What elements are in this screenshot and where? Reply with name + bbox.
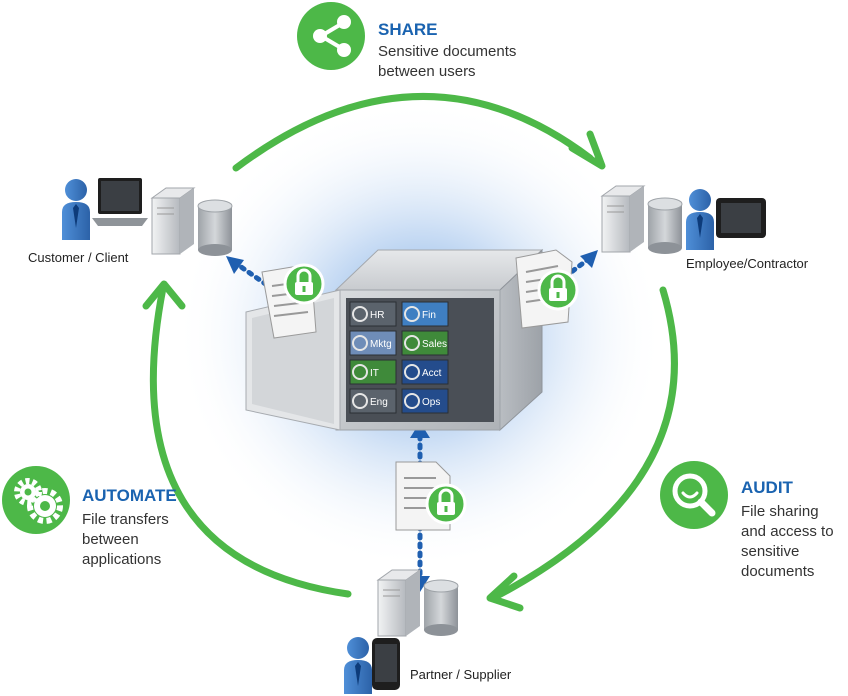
share-line-1: Sensitive documents	[378, 43, 517, 60]
audit-line-4: documents	[741, 563, 815, 580]
drawer-dial-icon	[352, 364, 368, 380]
lock-icon	[537, 269, 579, 311]
automate-line-2: between	[82, 531, 139, 548]
drawer-dial-icon	[352, 393, 368, 409]
vault-drawer	[349, 301, 397, 327]
vault-drawer	[349, 359, 397, 385]
vault-drawer-label: Sales	[422, 339, 447, 350]
person-icon	[344, 637, 372, 694]
drawer-dial-icon	[352, 306, 368, 322]
vault-drawer	[401, 388, 449, 414]
person-icon	[62, 179, 90, 240]
laptop-icon	[92, 178, 148, 226]
server-icon	[150, 187, 196, 255]
partner-label: Partner / Supplier	[410, 667, 512, 682]
drawer-dial-icon	[404, 364, 420, 380]
vault-drawer	[349, 330, 397, 356]
drawer-dial-icon	[404, 335, 420, 351]
drawer-dial-icon	[404, 393, 420, 409]
share-icon	[297, 2, 365, 70]
audit-line-1: File sharing	[741, 503, 819, 520]
vault-drawer-label: Fin	[422, 310, 436, 321]
vault-drawer	[401, 301, 449, 327]
server-icon	[600, 185, 646, 253]
database-icon	[423, 579, 459, 636]
employee-label: Employee/Contractor	[686, 256, 809, 271]
vault-drawer-label: Acct	[422, 368, 442, 379]
audit-title: AUDIT	[741, 478, 793, 497]
phone-icon	[372, 638, 400, 690]
vault-drawer-label: IT	[370, 368, 379, 379]
database-icon	[197, 199, 233, 256]
share-line-2: between users	[378, 63, 476, 80]
database-icon	[647, 197, 683, 254]
gears-icon	[2, 466, 70, 534]
drawer-dial-icon	[404, 306, 420, 322]
audit-line-3: sensitive	[741, 543, 800, 560]
automate-title: AUTOMATE	[82, 486, 177, 505]
magnifier-icon	[660, 461, 728, 529]
drawer-dial-icon	[352, 335, 368, 351]
lock-icon	[283, 263, 325, 305]
customer-label: Customer / Client	[28, 250, 129, 265]
cycle-arrow-left	[142, 280, 352, 598]
automate-line-3: applications	[82, 551, 162, 568]
vault-drawer-label: HR	[370, 310, 384, 321]
automate-line-1: File transfers	[82, 511, 169, 528]
vault-drawer	[401, 359, 449, 385]
vault-drawer-label: Ops	[422, 397, 440, 408]
lock-icon	[425, 483, 467, 525]
person-icon	[686, 189, 714, 250]
tablet-icon	[716, 198, 766, 238]
vault-drawer	[401, 330, 449, 356]
vault-drawer-label: Eng	[370, 397, 388, 408]
vault-drawer-label: Mktg	[370, 339, 392, 350]
server-icon	[376, 569, 422, 637]
vault-drawer	[349, 388, 397, 414]
cycle-arrow-right	[486, 286, 678, 612]
share-title: SHARE	[378, 20, 438, 39]
cycle-arrow-top	[232, 92, 606, 172]
audit-line-2: and access to	[741, 523, 834, 540]
